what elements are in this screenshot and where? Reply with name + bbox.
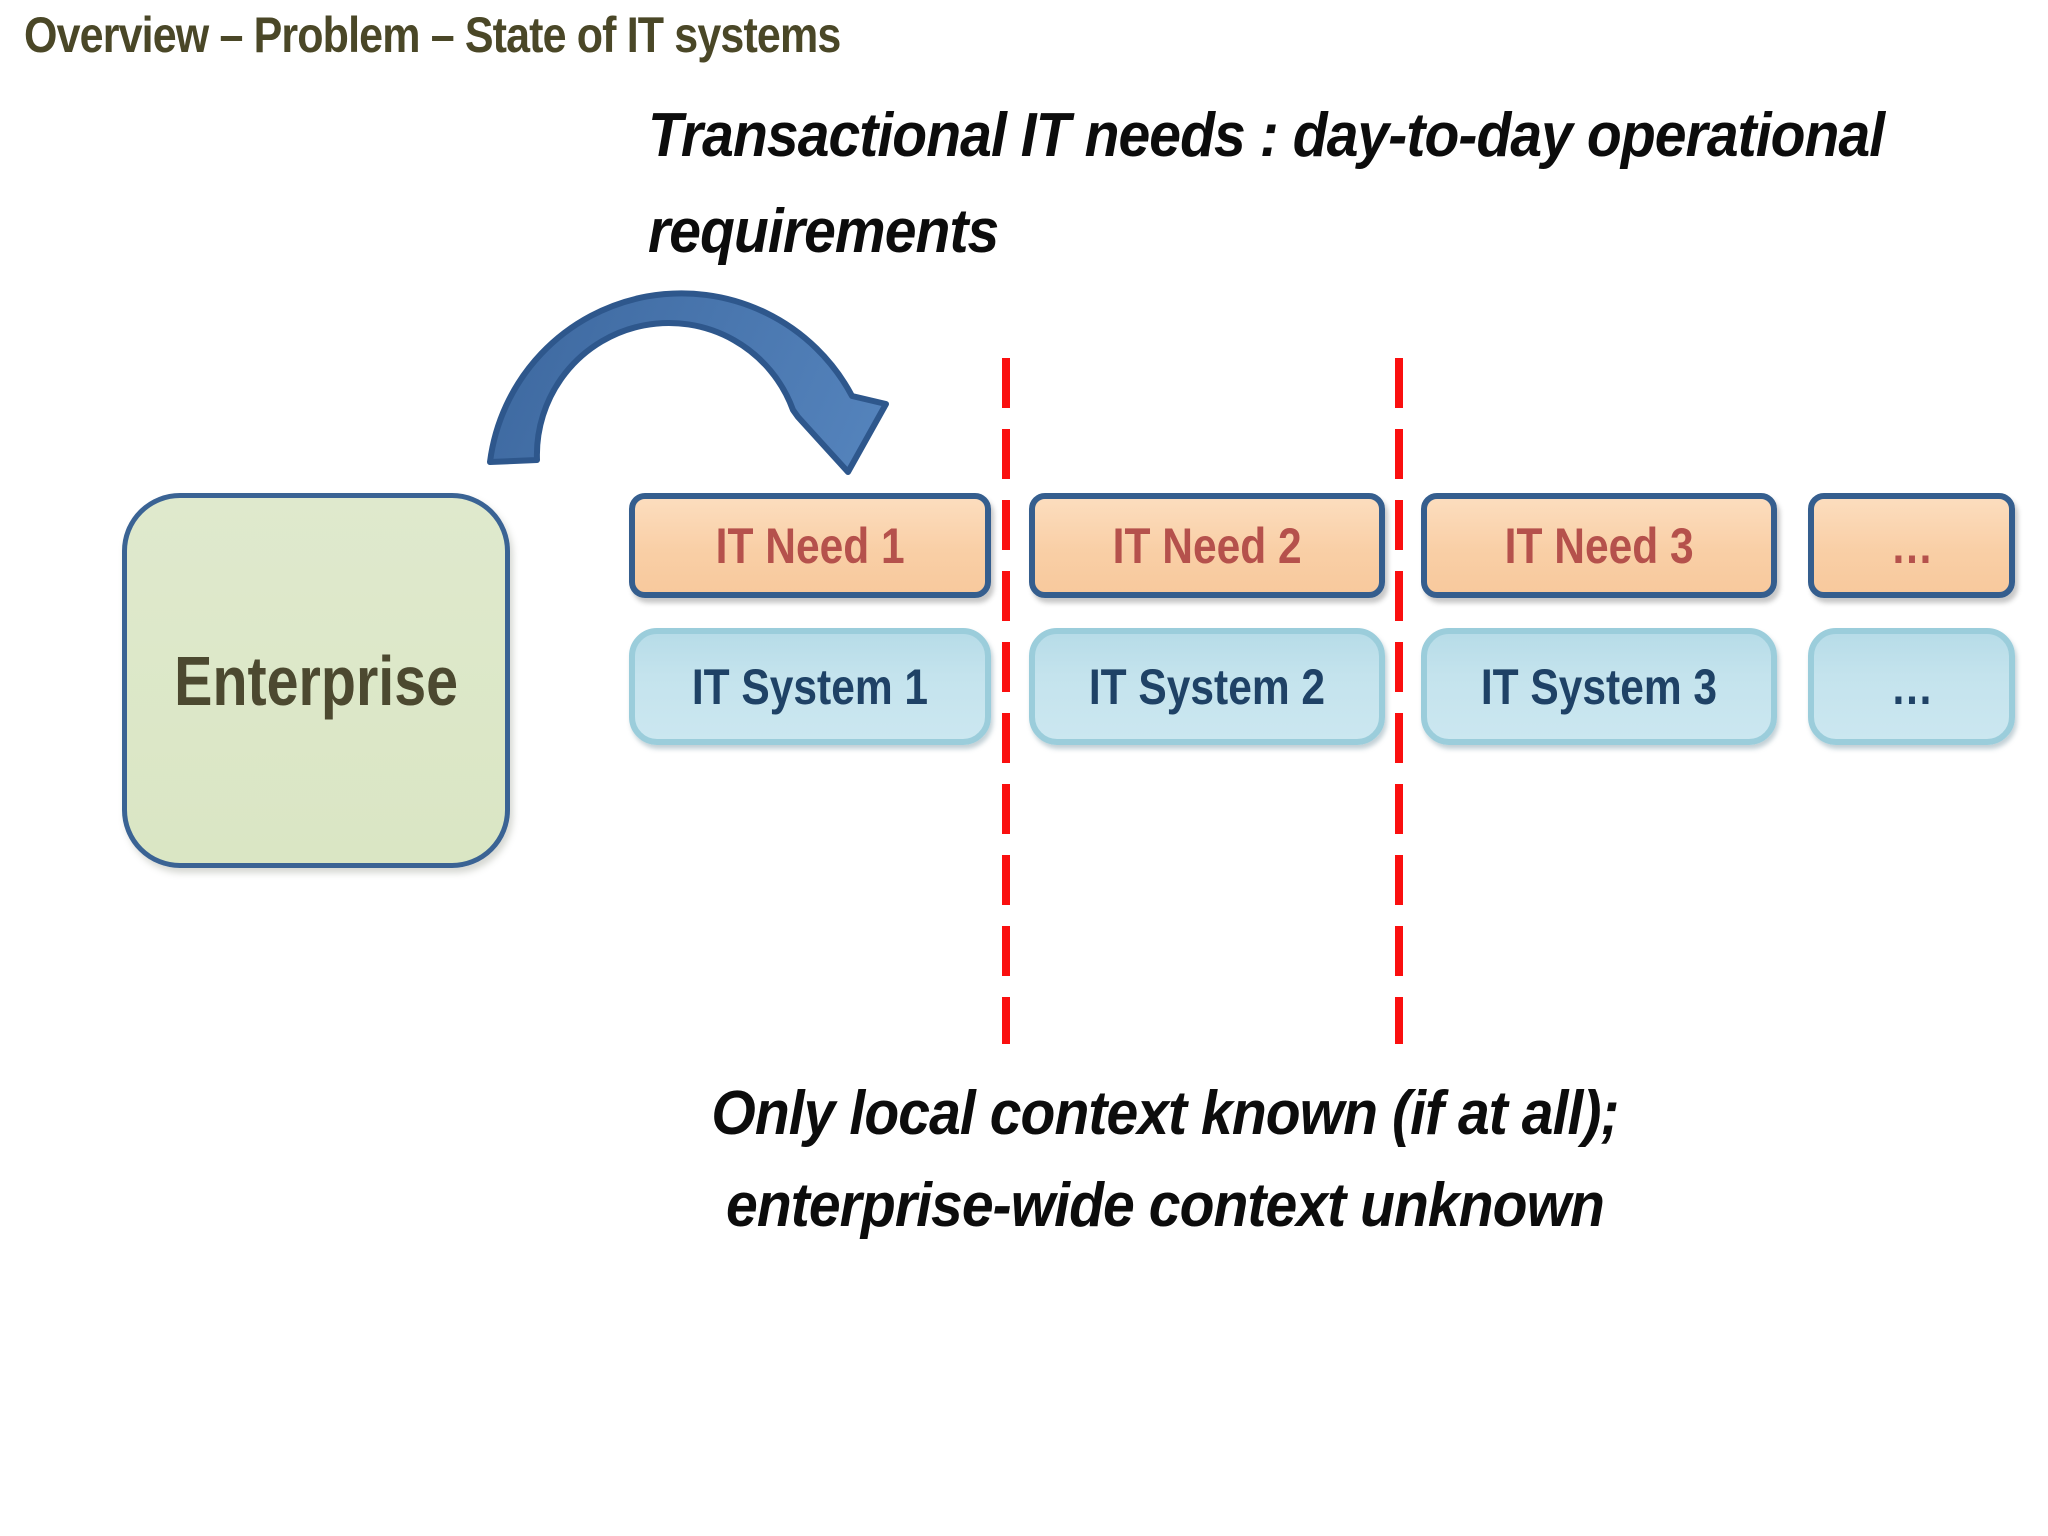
it-need-3-label: IT Need 3 [1504, 517, 1694, 574]
it-system-1-box: IT System 1 [629, 628, 991, 745]
red-dashed-separator-2 [1395, 358, 1403, 1044]
it-need-2-label: IT Need 2 [1112, 517, 1302, 574]
it-need-more-box: … [1808, 493, 2015, 598]
it-need-2-box: IT Need 2 [1029, 493, 1385, 598]
transactional-needs-note-line1: Transactional IT needs : day-to-day oper… [648, 101, 1885, 170]
it-need-3-box: IT Need 3 [1421, 493, 1777, 598]
transactional-needs-note: Transactional IT needs : day-to-day oper… [648, 88, 1885, 280]
local-context-note-line1: Only local context known (if at all); [711, 1079, 1619, 1148]
red-dashed-separator-1 [1002, 358, 1010, 1044]
it-need-1-label: IT Need 1 [715, 517, 905, 574]
it-need-more-label: … [1890, 517, 1933, 574]
it-system-3-label: IT System 3 [1480, 658, 1718, 715]
it-system-2-box: IT System 2 [1029, 628, 1385, 745]
local-context-note-line2: enterprise-wide context unknown [726, 1171, 1605, 1240]
enterprise-label: Enterprise [174, 641, 458, 720]
it-system-2-label: IT System 2 [1088, 658, 1326, 715]
it-system-more-label: … [1890, 658, 1933, 715]
transactional-needs-note-line2: requirements [648, 197, 999, 266]
enterprise-box: Enterprise [122, 493, 510, 868]
it-need-1-box: IT Need 1 [629, 493, 991, 598]
it-system-1-label: IT System 1 [691, 658, 929, 715]
it-system-more-box: … [1808, 628, 2015, 745]
local-context-note: Only local context known (if at all); en… [608, 1068, 1721, 1252]
curved-arrow-shape [487, 290, 889, 475]
it-system-3-box: IT System 3 [1421, 628, 1777, 745]
slide-title: Overview – Problem – State of IT systems [24, 7, 841, 63]
